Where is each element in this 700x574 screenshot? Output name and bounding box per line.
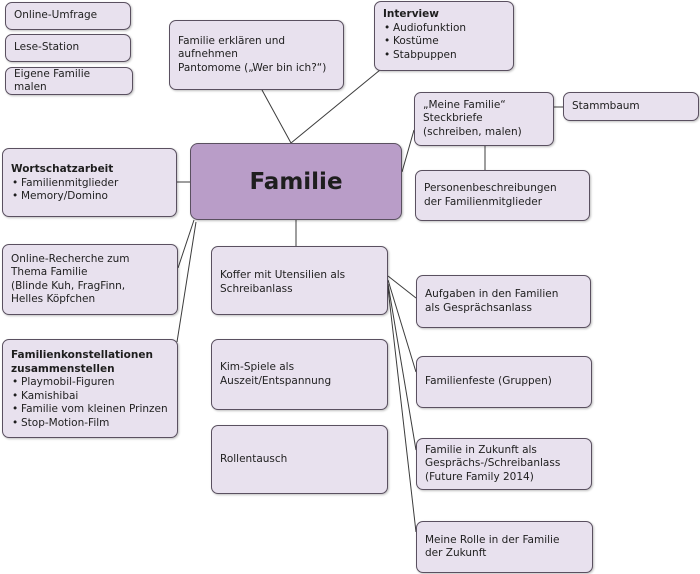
node-wortschatzarbeit: Wortschatzarbeit Familienmitglieder Memo… <box>2 148 177 217</box>
node-title: Familienkonstellationen zusammenstellen <box>11 349 153 375</box>
list-item: Kostüme <box>383 35 505 49</box>
list-item: Playmobil-Figuren <box>11 376 169 390</box>
node-lese-station: Lese-Station <box>5 34 131 62</box>
node-label: Eigene Familie malen <box>14 67 91 94</box>
node-eigene-familie-malen: Eigene Familie malen <box>5 67 133 95</box>
list-item: Memory/Domino <box>11 190 168 204</box>
node-meine-familie-steckbriefe: „Meine Familie“ Steckbriefe (schreiben, … <box>414 92 554 146</box>
node-title: Wortschatzarbeit <box>11 163 114 175</box>
node-meine-rolle-zukunft: Meine Rolle in der Familie der Zukunft <box>416 521 593 573</box>
list-item: Stabpuppen <box>383 49 505 63</box>
edge-familienfeste <box>387 279 417 373</box>
node-list: Playmobil-Figuren Kamishibai Familie vom… <box>11 376 169 430</box>
node-label: Personenbeschreibungen der Familienmitgl… <box>424 182 557 208</box>
node-title: Interview <box>383 8 439 20</box>
node-label: Kim-Spiele als Auszeit/Entspannung <box>220 361 332 387</box>
node-label: Online-Umfrage <box>14 9 98 22</box>
edge-steckbriefe <box>401 129 415 173</box>
edge-meine-rolle <box>387 287 417 533</box>
node-label: Familie in Zukunft als Gesprächs-/Schrei… <box>425 443 561 483</box>
central-node-familie: Familie <box>190 143 402 220</box>
node-online-recherche: Online-Recherche zum Thema Familie (Blin… <box>2 244 178 315</box>
node-label: Lese-Station <box>14 41 80 54</box>
node-label: Online-Recherche zum Thema Familie (Blin… <box>11 252 130 306</box>
node-familie-in-zukunft: Familie in Zukunft als Gesprächs-/Schrei… <box>416 438 592 490</box>
edge-interview <box>290 69 381 144</box>
list-item: Kamishibai <box>11 390 169 404</box>
list-item: Familienmitglieder <box>11 177 168 191</box>
node-online-umfrage: Online-Umfrage <box>5 2 131 30</box>
node-koffer-utensilien: Koffer mit Utensilien als Schreibanlass <box>211 246 388 315</box>
node-kim-spiele: Kim-Spiele als Auszeit/Entspannung <box>211 339 388 410</box>
node-label: Stammbaum <box>572 99 640 112</box>
list-item: Familie vom kleinen Prinzen <box>11 403 169 417</box>
node-label: Rollentausch <box>220 452 288 465</box>
edge-konstellationen <box>176 221 197 343</box>
list-item: Audiofunktion <box>383 22 505 36</box>
edge-aufgaben <box>387 275 417 299</box>
node-label: Koffer mit Utensilien als Schreibanlass <box>220 269 346 295</box>
list-item: Stop-Motion-Film <box>11 417 169 431</box>
node-label: Aufgaben in den Familien als Gesprächsan… <box>425 288 559 314</box>
node-aufgaben-familien: Aufgaben in den Familien als Gesprächsan… <box>416 275 591 328</box>
central-node-label: Familie <box>249 168 343 195</box>
node-label: Familienfeste (Gruppen) <box>425 375 552 388</box>
node-familie-erklaeren: Familie erklären und aufnehmen Pantomome… <box>169 20 344 90</box>
node-interview: Interview Audiofunktion Kostüme Stabpupp… <box>374 1 514 71</box>
node-familienfeste: Familienfeste (Gruppen) <box>416 356 592 408</box>
edge-familie-erklaeren <box>261 89 292 144</box>
node-rollentausch: Rollentausch <box>211 425 388 494</box>
node-personenbeschreibungen: Personenbeschreibungen der Familienmitgl… <box>415 170 590 221</box>
node-familienkonstellationen: Familienkonstellationen zusammenstellen … <box>2 339 178 438</box>
edge-zukunft <box>387 283 417 451</box>
node-label: „Meine Familie“ Steckbriefe (schreiben, … <box>423 98 522 138</box>
edge-online-recherche <box>177 219 195 269</box>
node-label: Familie erklären und aufnehmen Pantomome… <box>178 34 327 74</box>
node-list: Familienmitglieder Memory/Domino <box>11 177 168 204</box>
node-label: Meine Rolle in der Familie der Zukunft <box>425 533 560 560</box>
node-list: Audiofunktion Kostüme Stabpuppen <box>383 22 505 63</box>
node-stammbaum: Stammbaum <box>563 92 699 121</box>
